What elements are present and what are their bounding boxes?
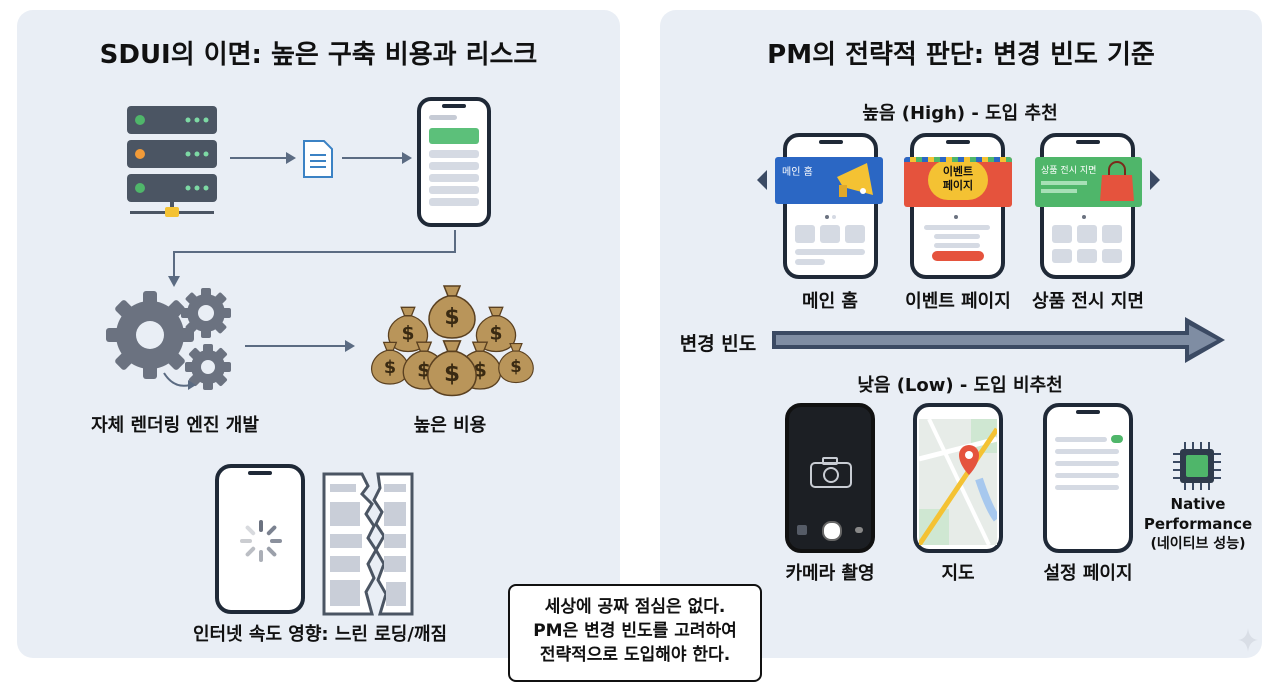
phone-camera [785,403,875,553]
chevron-right-icon[interactable] [1148,168,1162,192]
phone-map [913,403,1003,553]
high-item-label: 상품 전시 지면 [1032,291,1144,312]
megaphone-icon [837,163,873,197]
shopping-bag-icon [1100,161,1134,201]
conclusion-callout: 세상에 공짜 점심은 없다. PM은 변경 빈도를 고려하여 전략적으로 도입해… [508,584,762,682]
native-line1: Native [1170,495,1226,513]
high-frequency-heading: 높음 (High) - 도입 추천 [862,103,1058,124]
network-label: 인터넷 속도 영향: 느린 로딩/깨짐 [192,624,448,645]
callout-line2: PM은 변경 빈도를 고려하여 [533,621,737,641]
loading-phone [215,464,305,614]
native-line3: (네이티브 성능) [1150,536,1246,552]
document-icon [303,140,333,178]
axis-label: 변경 빈도 [679,333,757,355]
svg-text:$: $ [401,324,414,345]
arrow-right-icon [342,152,412,164]
map-view [919,419,997,545]
chevron-left-icon[interactable] [755,168,769,192]
svg-text:$: $ [510,357,521,376]
engine-label: 자체 렌더링 엔진 개발 [91,415,259,436]
main-home-banner: 메인 홈 [775,157,883,204]
right-panel-title: PM의 전략적 판단: 변경 빈도 기준 [767,40,1155,70]
camera-icon [810,457,852,488]
broken-layout-icon [322,472,414,616]
sparkle-icon [1238,628,1258,652]
loading-spinner-icon [240,520,282,562]
low-frequency-heading: 낮음 (Low) - 도입 비추천 [857,375,1063,396]
money-bag: $ [427,340,477,397]
arrow-right-icon [245,340,355,352]
native-line2: Performance [1143,515,1253,533]
callout-line1: 세상에 공짜 점심은 없다. [544,597,726,617]
native-performance-label: Native Performance (네이티브 성능) [1140,494,1256,554]
money-bag: $ [371,341,409,385]
product-display-banner: 상품 전시 지면 [1035,157,1142,207]
product-banner-text: 상품 전시 지면 [1041,166,1097,176]
left-panel-title: SDUI의 이면: 높은 구축 비용과 리스크 [99,40,538,70]
flow-arrow [168,230,456,287]
cost-label: 높은 비용 [413,415,487,436]
low-item-label: 지도 [941,563,975,584]
svg-text:$: $ [444,305,459,330]
frequency-arrow [772,317,1225,363]
high-item-label: 이벤트 페이지 [905,291,1011,312]
main-home-banner-text: 메인 홈 [782,167,813,178]
callout-line3: 전략적으로 도입해야 한다. [539,645,731,665]
low-item-label: 카메라 촬영 [785,563,875,584]
chip-icon [1173,442,1221,490]
svg-text:$: $ [489,324,502,345]
phone-main-home [783,133,878,279]
svg-text:$: $ [384,358,396,378]
event-banner-line2: 페이지 [942,179,974,192]
map-pin-icon [959,445,979,475]
svg-text:$: $ [444,361,460,387]
high-item-label: 메인 홈 [802,291,858,312]
money-bag: $ [428,285,476,339]
money-bag-icon: $$$$$$$$ [371,285,534,397]
client-phone [417,97,491,227]
event-banner-line1: 이벤트 [942,165,974,178]
phone-settings [1043,403,1133,553]
arrow-right-icon [230,152,296,164]
gear-icon [106,288,231,390]
money-bag: $ [498,342,534,384]
server-icon [127,106,217,217]
low-item-label: 설정 페이지 [1043,563,1133,584]
event-page-banner: 이벤트 페이지 [904,157,1012,207]
